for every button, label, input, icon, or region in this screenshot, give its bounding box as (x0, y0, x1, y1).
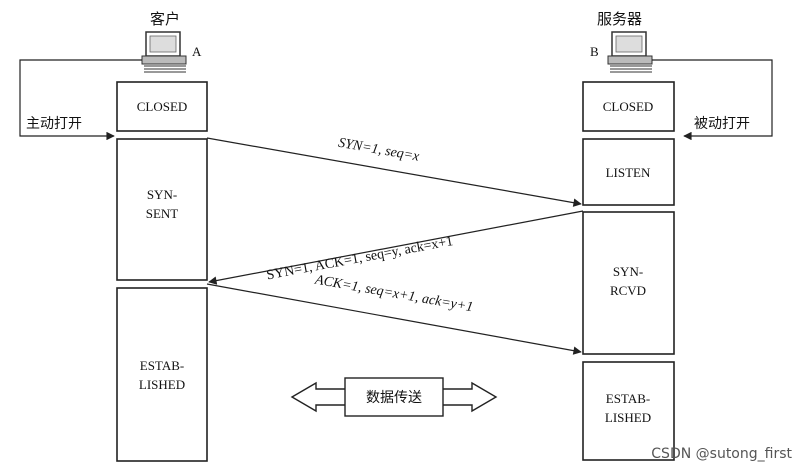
client-state-established-box (116, 287, 208, 462)
message-ack-label: ACK=1, seq=x+1, ack=y+1 (313, 273, 474, 316)
server-state-listen-label: LISTEN (606, 165, 651, 180)
message-syn-label: SYN=1, seq=x (337, 136, 421, 165)
client-title: 客户 (150, 10, 180, 28)
server-id: B (590, 44, 599, 59)
client-state-syn-sent-label-line1: SYN- (147, 187, 177, 202)
message-syn-ack-label: SYN=1, ACK=1, seq=y, ack=x+1 (265, 234, 454, 283)
server-state-established-label-line2: LISHED (605, 410, 651, 425)
passive-open-label: 被动打开 (694, 115, 750, 132)
server-state-syn-rcvd-box (582, 211, 675, 355)
active-open-line (19, 59, 142, 141)
server-state-syn-rcvd-label-line1: SYN- (613, 264, 643, 279)
server-state-closed-box (582, 81, 675, 132)
server-state-syn-rcvd-label-line2: RCVD (610, 283, 646, 298)
passive-open-line (652, 59, 773, 141)
message-ack-arrow (206, 283, 582, 355)
client-state-established-label-line2: LISHED (139, 377, 185, 392)
data-transfer-label-box (344, 377, 444, 417)
client-state-closed-label: CLOSED (137, 99, 188, 114)
client-state-closed-box (116, 81, 208, 132)
server-state-listen-box (582, 138, 675, 206)
client-id: A (192, 44, 202, 59)
server-state-established-box (582, 361, 675, 461)
watermark-text: CSDN @sutong_first (651, 446, 792, 462)
active-open-label: 主动打开 (26, 115, 82, 132)
client-state-syn-sent-label-line2: SENT (146, 206, 179, 221)
data-transfer-label: 数据传送 (366, 390, 422, 406)
message-syn-ack-arrow (208, 210, 584, 285)
message-syn-arrow (206, 137, 582, 207)
server-computer-icon (607, 31, 653, 73)
server-state-established-label-line1: ESTAB- (606, 391, 650, 406)
client-state-established-label-line1: ESTAB- (140, 358, 184, 373)
client-state-syn-sent-box (116, 138, 208, 281)
client-computer-icon (141, 31, 187, 73)
server-state-closed-label: CLOSED (603, 99, 654, 114)
server-title: 服务器 (597, 10, 642, 28)
